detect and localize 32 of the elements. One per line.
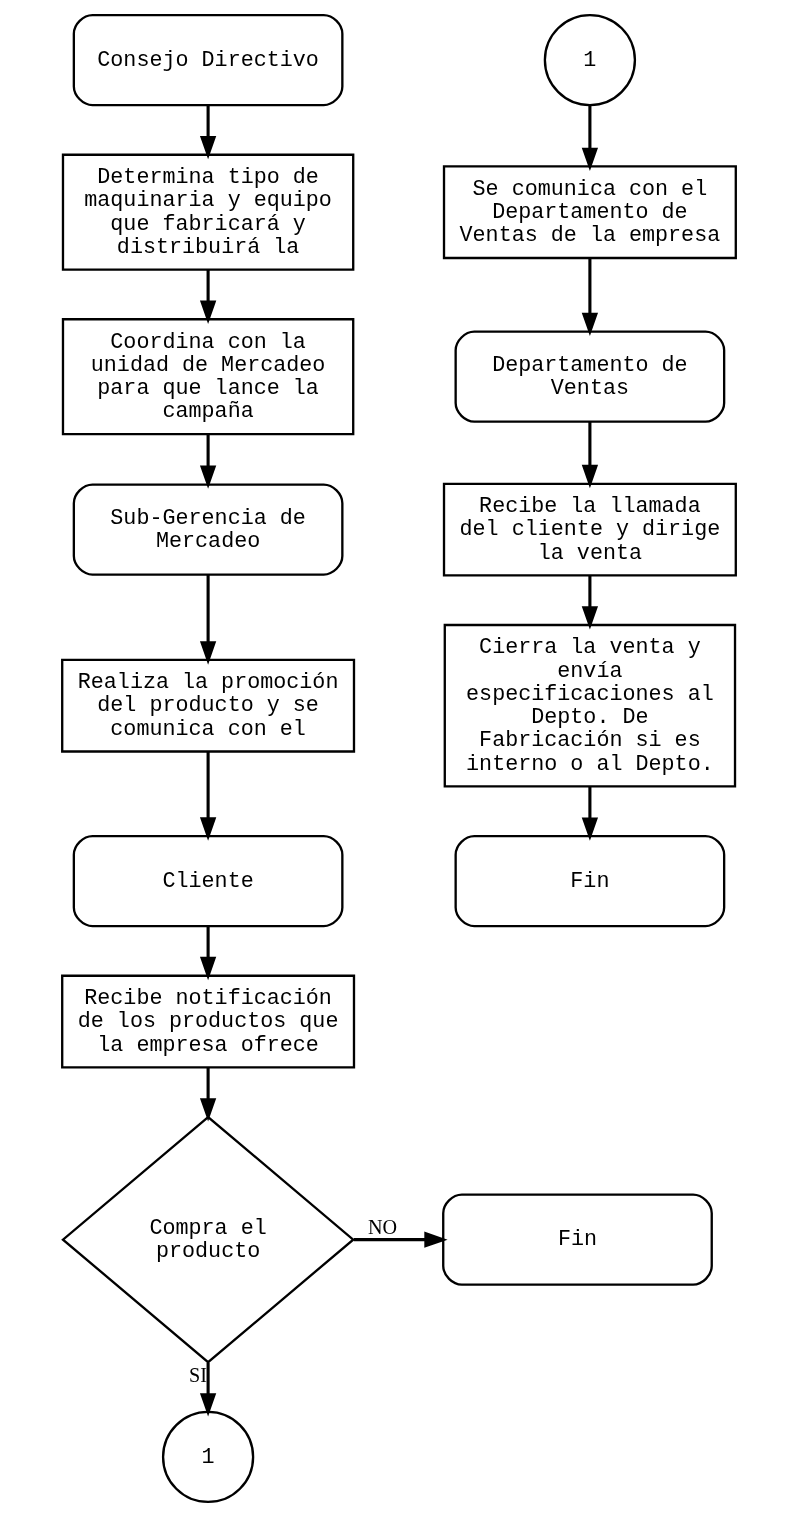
node-box: Realiza la promoción del producto y se comunica con el [60, 658, 355, 753]
node-circle: 1 [161, 1410, 254, 1504]
node-box: Consejo Directivo [72, 13, 343, 107]
edge-label: SI [188, 1364, 207, 1387]
node-box: Recibe la llamada del cliente y dirige la venta [442, 482, 737, 577]
node-diamond: Compra el producto [60, 1115, 355, 1364]
node-box: Cierra la venta y envía especificaciones al Depto. De Fabricación si es interno o al Depto. [443, 623, 736, 788]
arrow [199, 434, 216, 489]
arrow [353, 1231, 448, 1248]
node-box: Cliente [72, 834, 343, 928]
arrow [581, 105, 598, 171]
arrow [581, 258, 598, 336]
node-box: Coordina con la unidad de Mercadeo para que lance la campaña [61, 318, 354, 436]
node-box: Fin [441, 1193, 713, 1286]
node-box: Fin [454, 834, 725, 928]
node-box: Departamento de Ventas [454, 330, 725, 423]
arrow [199, 751, 216, 841]
node-circle: 1 [543, 13, 636, 107]
arrow [581, 575, 598, 630]
node-box: Determina tipo de maquinaria y equipo que fabricará y distribuirá la [61, 153, 354, 271]
arrow [199, 269, 216, 324]
arrow [199, 926, 216, 981]
arrow [581, 421, 598, 489]
node-box: Sub-Gerencia de Mercadeo [72, 483, 343, 576]
arrow [581, 786, 598, 841]
edge-label: NO [367, 1216, 397, 1239]
arrow [199, 574, 216, 665]
node-box: Recibe notificación de los productos que la empresa ofrece [60, 974, 355, 1069]
arrow [199, 1362, 216, 1417]
arrow [199, 1067, 216, 1122]
node-box: Se comunica con el Departamento de Ventas de la empresa [442, 165, 737, 260]
arrow [199, 105, 216, 160]
